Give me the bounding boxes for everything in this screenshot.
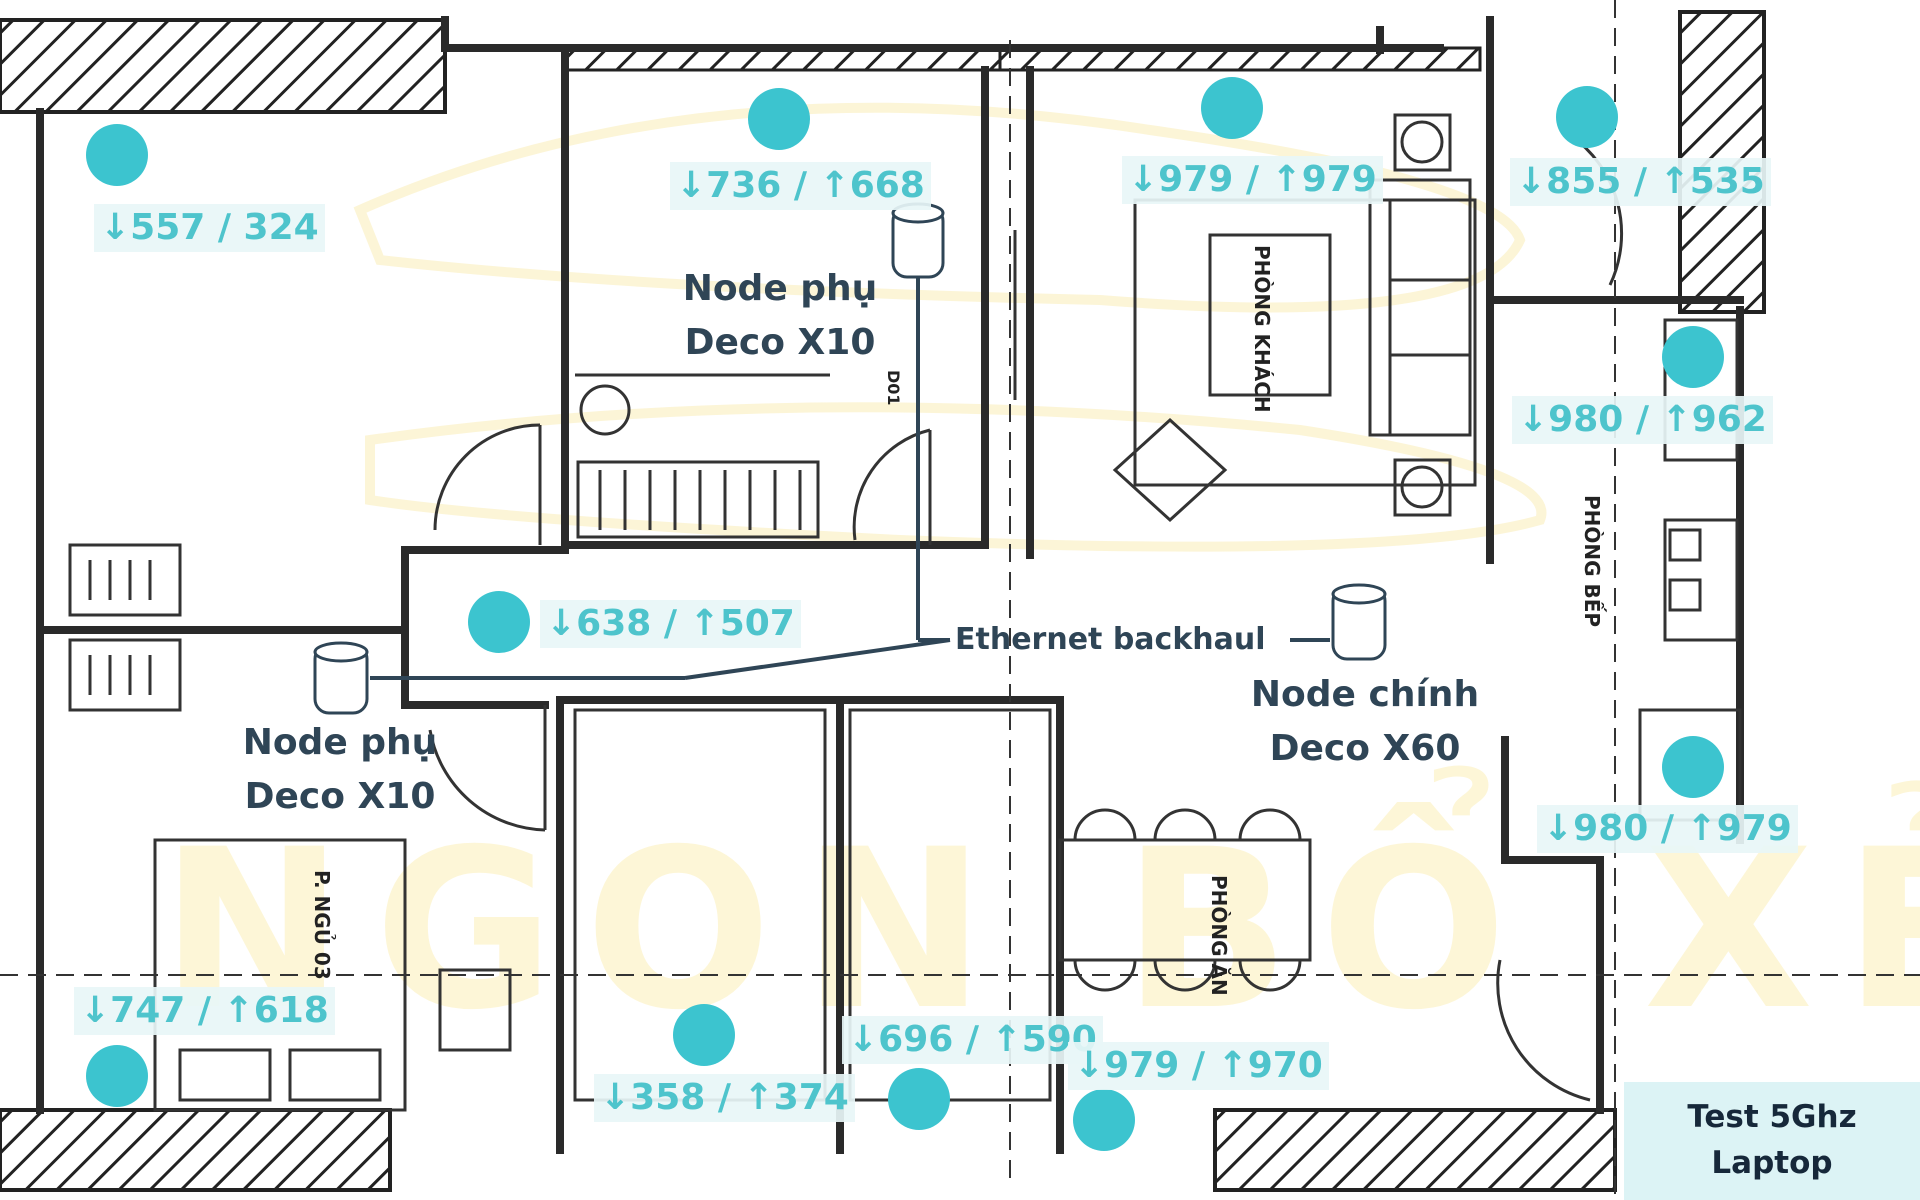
speed-label: ↓358 / ↑374: [594, 1074, 855, 1122]
measure-dot: [673, 1004, 735, 1066]
node-model: Deco X10: [244, 776, 436, 817]
room-label-living: PHÒNG KHÁCH: [1250, 245, 1274, 413]
ethernet-cable: [370, 270, 1330, 680]
node-name: Node phụ: [242, 722, 438, 763]
ethernet-backhaul-label: Ethernet backhaul: [955, 622, 1266, 657]
speed-label: ↓696 / ↑590: [842, 1016, 1103, 1064]
node-label-main: Node chính Deco X60: [1215, 668, 1515, 776]
node-model: Deco X10: [684, 322, 876, 363]
room-label-bedroom3: P. NGỦ 03: [310, 870, 335, 980]
node-model: Deco X60: [1269, 728, 1461, 769]
node-name: Node phụ: [682, 268, 878, 309]
speed-label: ↓979 / ↑970: [1068, 1042, 1329, 1090]
speed-label: ↓980 / ↑962: [1512, 396, 1773, 444]
room-label-dining: PHÒNG ĂN: [1207, 875, 1231, 996]
speed-label: ↓736 / ↑668: [670, 162, 931, 210]
legend-line-1: Test 5Ghz: [1687, 1099, 1857, 1135]
measure-dot: [748, 88, 810, 150]
speed-label: ↓747 / ↑618: [74, 987, 335, 1035]
legend-line-2: Laptop: [1711, 1145, 1833, 1181]
watermark-text: NGON BỔ XẺ: [160, 802, 1920, 1058]
node-label-sub-left: Node phụ Deco X10: [200, 716, 480, 824]
measure-dot: [1662, 736, 1724, 798]
door-tag: D01: [884, 370, 903, 406]
measure-dot: [1662, 326, 1724, 388]
measure-dot: [86, 124, 148, 186]
measure-dot: [1073, 1089, 1135, 1151]
speed-label: ↓979 / ↑979: [1122, 156, 1383, 204]
measure-dot: [86, 1045, 148, 1107]
speed-label: ↓638 / ↑507: [540, 600, 801, 648]
speed-label: ↓855 / ↑535: [1510, 158, 1771, 206]
test-legend: Test 5Ghz Laptop: [1624, 1082, 1920, 1200]
deco-device-icons: [313, 202, 1387, 715]
node-label-sub-top: Node phụ Deco X10: [640, 262, 920, 370]
room-label-kitchen: PHÒNG BẾP: [1580, 495, 1606, 627]
measure-dot: [1556, 86, 1618, 148]
speed-label: ↓980 / ↑979: [1537, 805, 1798, 853]
measure-dot: [468, 591, 530, 653]
measure-dot: [1201, 77, 1263, 139]
speed-label: ↓557 / 324: [94, 204, 325, 252]
measure-dot: [888, 1068, 950, 1130]
node-name: Node chính: [1250, 674, 1480, 715]
